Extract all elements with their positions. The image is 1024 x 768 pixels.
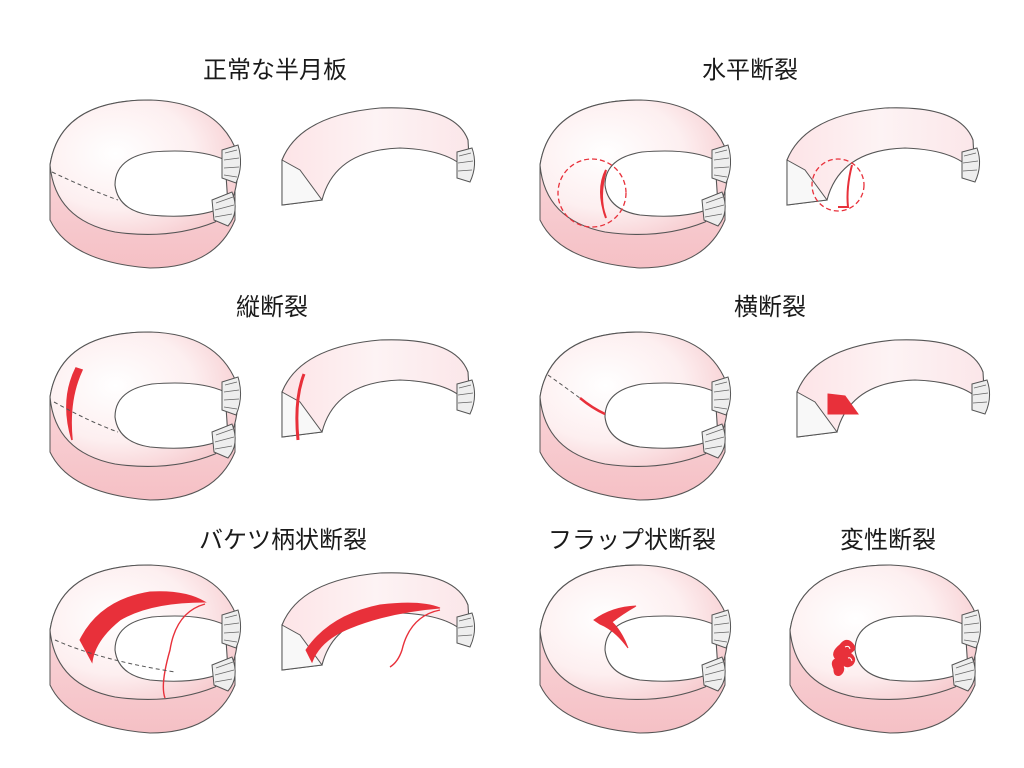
bucket-handle-tear-label: バケツ柄状断裂 [199,526,367,554]
longitudinal-tear-label: 縦断裂 [236,293,308,321]
longitudinal-tear-panel [49,331,476,501]
degenerative-tear-label: 変性断裂 [840,526,936,554]
degenerative-tear-panel [789,564,982,734]
normal-meniscus-label: 正常な半月板 [203,56,347,84]
flap-tear-panel [539,564,732,734]
bucket-handle-tear-panel [49,564,476,734]
normal-meniscus-panel [49,99,476,269]
transverse-tear-panel [539,331,991,501]
transverse-tear-label: 横断裂 [734,293,806,321]
horizontal-tear-label: 水平断裂 [702,56,798,84]
flap-tear-label: フラップ状断裂 [548,526,716,554]
horizontal-tear-panel [539,99,981,269]
